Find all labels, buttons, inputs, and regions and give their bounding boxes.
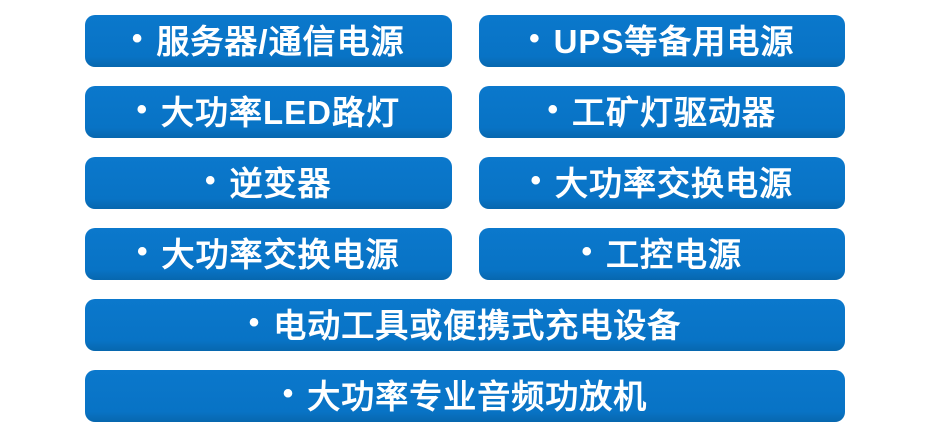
bullet-icon: • — [282, 377, 295, 410]
chip-label: UPS等备用电源 — [553, 22, 795, 60]
chip-row-5: • 电动工具或便携式充电设备 — [85, 299, 845, 351]
chip-label: 大功率交换电源 — [555, 164, 793, 202]
chip-row-3: • 逆变器 • 大功率交换电源 — [85, 157, 845, 209]
chip-industrial-control-power[interactable]: • 工控电源 — [478, 228, 845, 280]
chip-label: 逆变器 — [229, 164, 332, 202]
chip-ups-backup-power[interactable]: • UPS等备用电源 — [478, 15, 845, 67]
chip-label: 工控电源 — [606, 235, 742, 273]
chip-row-6: • 大功率专业音频功放机 — [85, 370, 845, 422]
bullet-icon: • — [131, 22, 144, 55]
chip-row-2: • 大功率LED路灯 • 工矿灯驱动器 — [85, 86, 845, 138]
chip-inverter[interactable]: • 逆变器 — [85, 157, 452, 209]
chip-industrial-lamp-driver[interactable]: • 工矿灯驱动器 — [478, 86, 845, 138]
bullet-icon: • — [581, 235, 593, 268]
chip-power-tools-portable-charging[interactable]: • 电动工具或便携式充电设备 — [85, 299, 845, 351]
chip-high-power-switching-power-2[interactable]: • 大功率交换电源 — [85, 228, 452, 280]
bullet-icon: • — [529, 22, 541, 55]
bullet-icon: • — [547, 93, 559, 126]
chip-high-power-switching-power[interactable]: • 大功率交换电源 — [478, 157, 845, 209]
chip-label: 大功率专业音频功放机 — [307, 377, 648, 415]
chip-label: 电动工具或便携式充电设备 — [273, 306, 682, 344]
bullet-icon: • — [136, 235, 149, 268]
bullet-icon: • — [248, 306, 261, 339]
bullet-icon: • — [530, 164, 542, 197]
chip-high-power-led-streetlight[interactable]: • 大功率LED路灯 — [85, 86, 452, 138]
chip-label: 工矿灯驱动器 — [572, 93, 776, 131]
application-chip-grid: • 服务器/通信电源 • UPS等备用电源 • 大功率LED路灯 • 工矿灯驱动… — [85, 15, 845, 422]
chip-label: 大功率交换电源 — [161, 235, 400, 273]
bullet-icon: • — [136, 93, 148, 126]
chip-row-1: • 服务器/通信电源 • UPS等备用电源 — [85, 15, 845, 67]
chip-server-communication-power[interactable]: • 服务器/通信电源 — [85, 15, 452, 67]
chip-label: 服务器/通信电源 — [156, 22, 405, 60]
chip-row-4: • 大功率交换电源 • 工控电源 — [85, 228, 845, 280]
bullet-icon: • — [204, 164, 217, 197]
chip-label: 大功率LED路灯 — [161, 93, 400, 131]
chip-pro-audio-amplifier[interactable]: • 大功率专业音频功放机 — [85, 370, 845, 422]
